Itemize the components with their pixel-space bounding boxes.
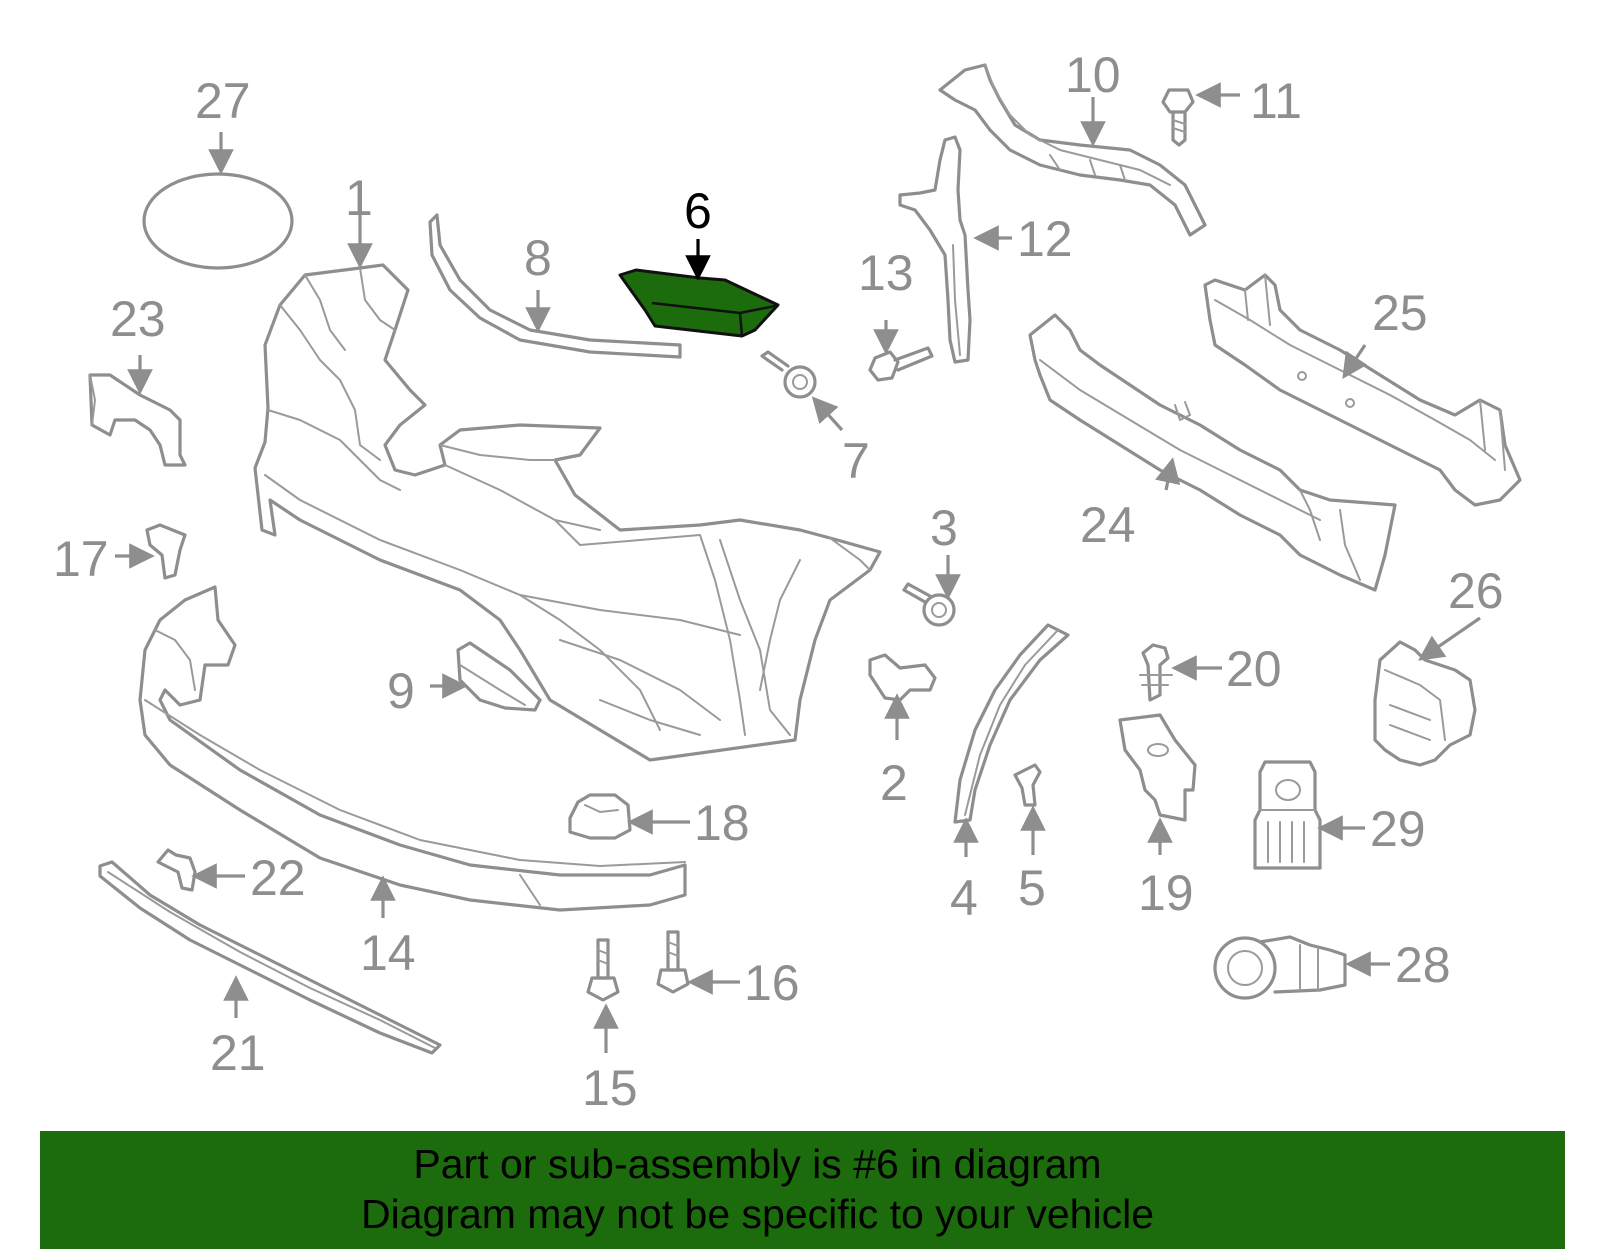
callout-23: 23 [110,291,166,347]
part-27-emblem [142,172,294,270]
callout-20: 20 [1226,641,1282,697]
part-7-bolt [760,350,817,399]
part-9-bracket [456,641,542,712]
callout-21: 21 [210,1025,266,1081]
callout-10: 10 [1065,47,1121,103]
callout-24: 24 [1080,497,1136,553]
part-28-sensor [1213,935,1347,1000]
part-29-connector [1253,760,1322,870]
part-26-module [1373,640,1477,767]
part-2-clip [868,653,937,702]
callout-19: 19 [1138,865,1194,921]
callout-11: 11 [1250,73,1302,129]
part-20-clip [1139,643,1173,702]
parts-diagram: 27 1 8 6 7 10 11 12 13 23 17 3 2 9 24 25… [53,47,1522,1116]
callout-16: 16 [744,955,800,1011]
callout-13: 13 [858,245,914,301]
callout-labels: 27 1 8 6 7 10 11 12 13 23 17 3 2 9 24 25… [53,47,1504,1116]
callout-15: 15 [582,1060,638,1116]
part-18-bracket [568,793,632,840]
part-21-molding [98,860,442,1055]
callout-12: 12 [1017,211,1073,267]
callout-22: 22 [250,850,306,906]
callout-17: 17 [53,531,109,587]
part-23-bracket [88,373,187,467]
callout-26: 26 [1448,563,1504,619]
callout-6: 6 [684,183,712,239]
callout-27: 27 [195,73,251,129]
part-13-bolt [868,346,934,382]
callout-8: 8 [524,230,552,286]
part-25-absorber [1203,273,1522,507]
part-22-clip [156,848,197,892]
callout-29: 29 [1370,801,1426,857]
part-14-lower-spoiler [138,585,687,912]
part-15-bolt [586,938,620,1002]
part-17-clip [145,523,187,580]
part-4-strip [953,623,1070,824]
callout-7: 7 [842,433,870,489]
part-12-bracket [898,135,972,364]
part-19-bracket [1118,713,1197,822]
callout-28: 28 [1395,937,1451,993]
info-banner: Part or sub-assembly is #6 in diagram Di… [40,1131,1565,1249]
part-24-reinforcement [1028,313,1397,592]
part-1-bumper-cover [253,263,882,762]
callout-2: 2 [880,755,908,811]
callout-9: 9 [387,663,415,719]
banner-line-1: Part or sub-assembly is #6 in diagram [413,1141,1102,1187]
callout-14: 14 [360,925,416,981]
part-11-bolt [1161,88,1195,147]
part-5-clip [1013,763,1042,807]
callout-5: 5 [1018,860,1046,916]
callout-18: 18 [694,795,750,851]
callout-25: 25 [1372,285,1428,341]
callout-1: 1 [345,170,373,226]
callout-4: 4 [950,870,978,926]
part-6-bracket-highlighted [618,268,780,338]
banner-line-2: Diagram may not be specific to your vehi… [360,1191,1154,1237]
leader-lines [115,82,1481,1053]
part-8-molding [428,213,682,359]
callout-3: 3 [930,500,958,556]
part-10-retainer [938,63,1207,237]
part-16-bolt [656,930,690,994]
